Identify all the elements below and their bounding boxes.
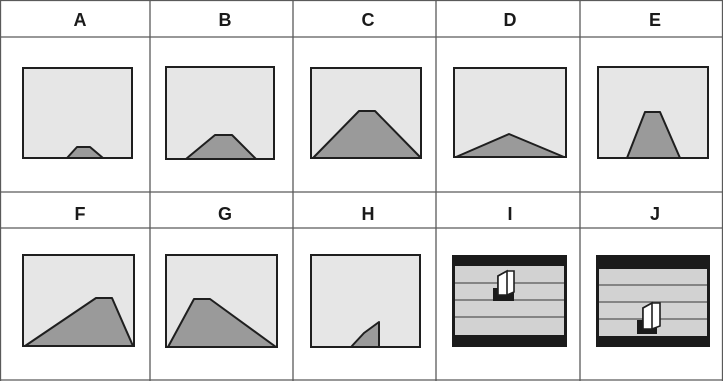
panel-h xyxy=(311,255,420,347)
panel-i xyxy=(452,255,567,347)
label-c: C xyxy=(362,10,375,30)
label-b: B xyxy=(219,10,232,30)
panel-g xyxy=(166,255,277,347)
panel-d xyxy=(454,68,566,157)
panel-j xyxy=(596,255,710,347)
panel-e xyxy=(598,67,708,158)
label-d: D xyxy=(504,10,517,30)
label-j: J xyxy=(650,204,660,224)
panel-a xyxy=(23,68,132,158)
label-h: H xyxy=(362,204,375,224)
panel-a-frame xyxy=(23,68,132,158)
label-g: G xyxy=(218,204,232,224)
label-f: F xyxy=(75,204,86,224)
panel-b xyxy=(166,67,274,159)
panel-f xyxy=(23,255,134,346)
panel-c xyxy=(311,68,421,158)
label-i: I xyxy=(507,204,512,224)
label-a: A xyxy=(74,10,87,30)
label-e: E xyxy=(649,10,661,30)
